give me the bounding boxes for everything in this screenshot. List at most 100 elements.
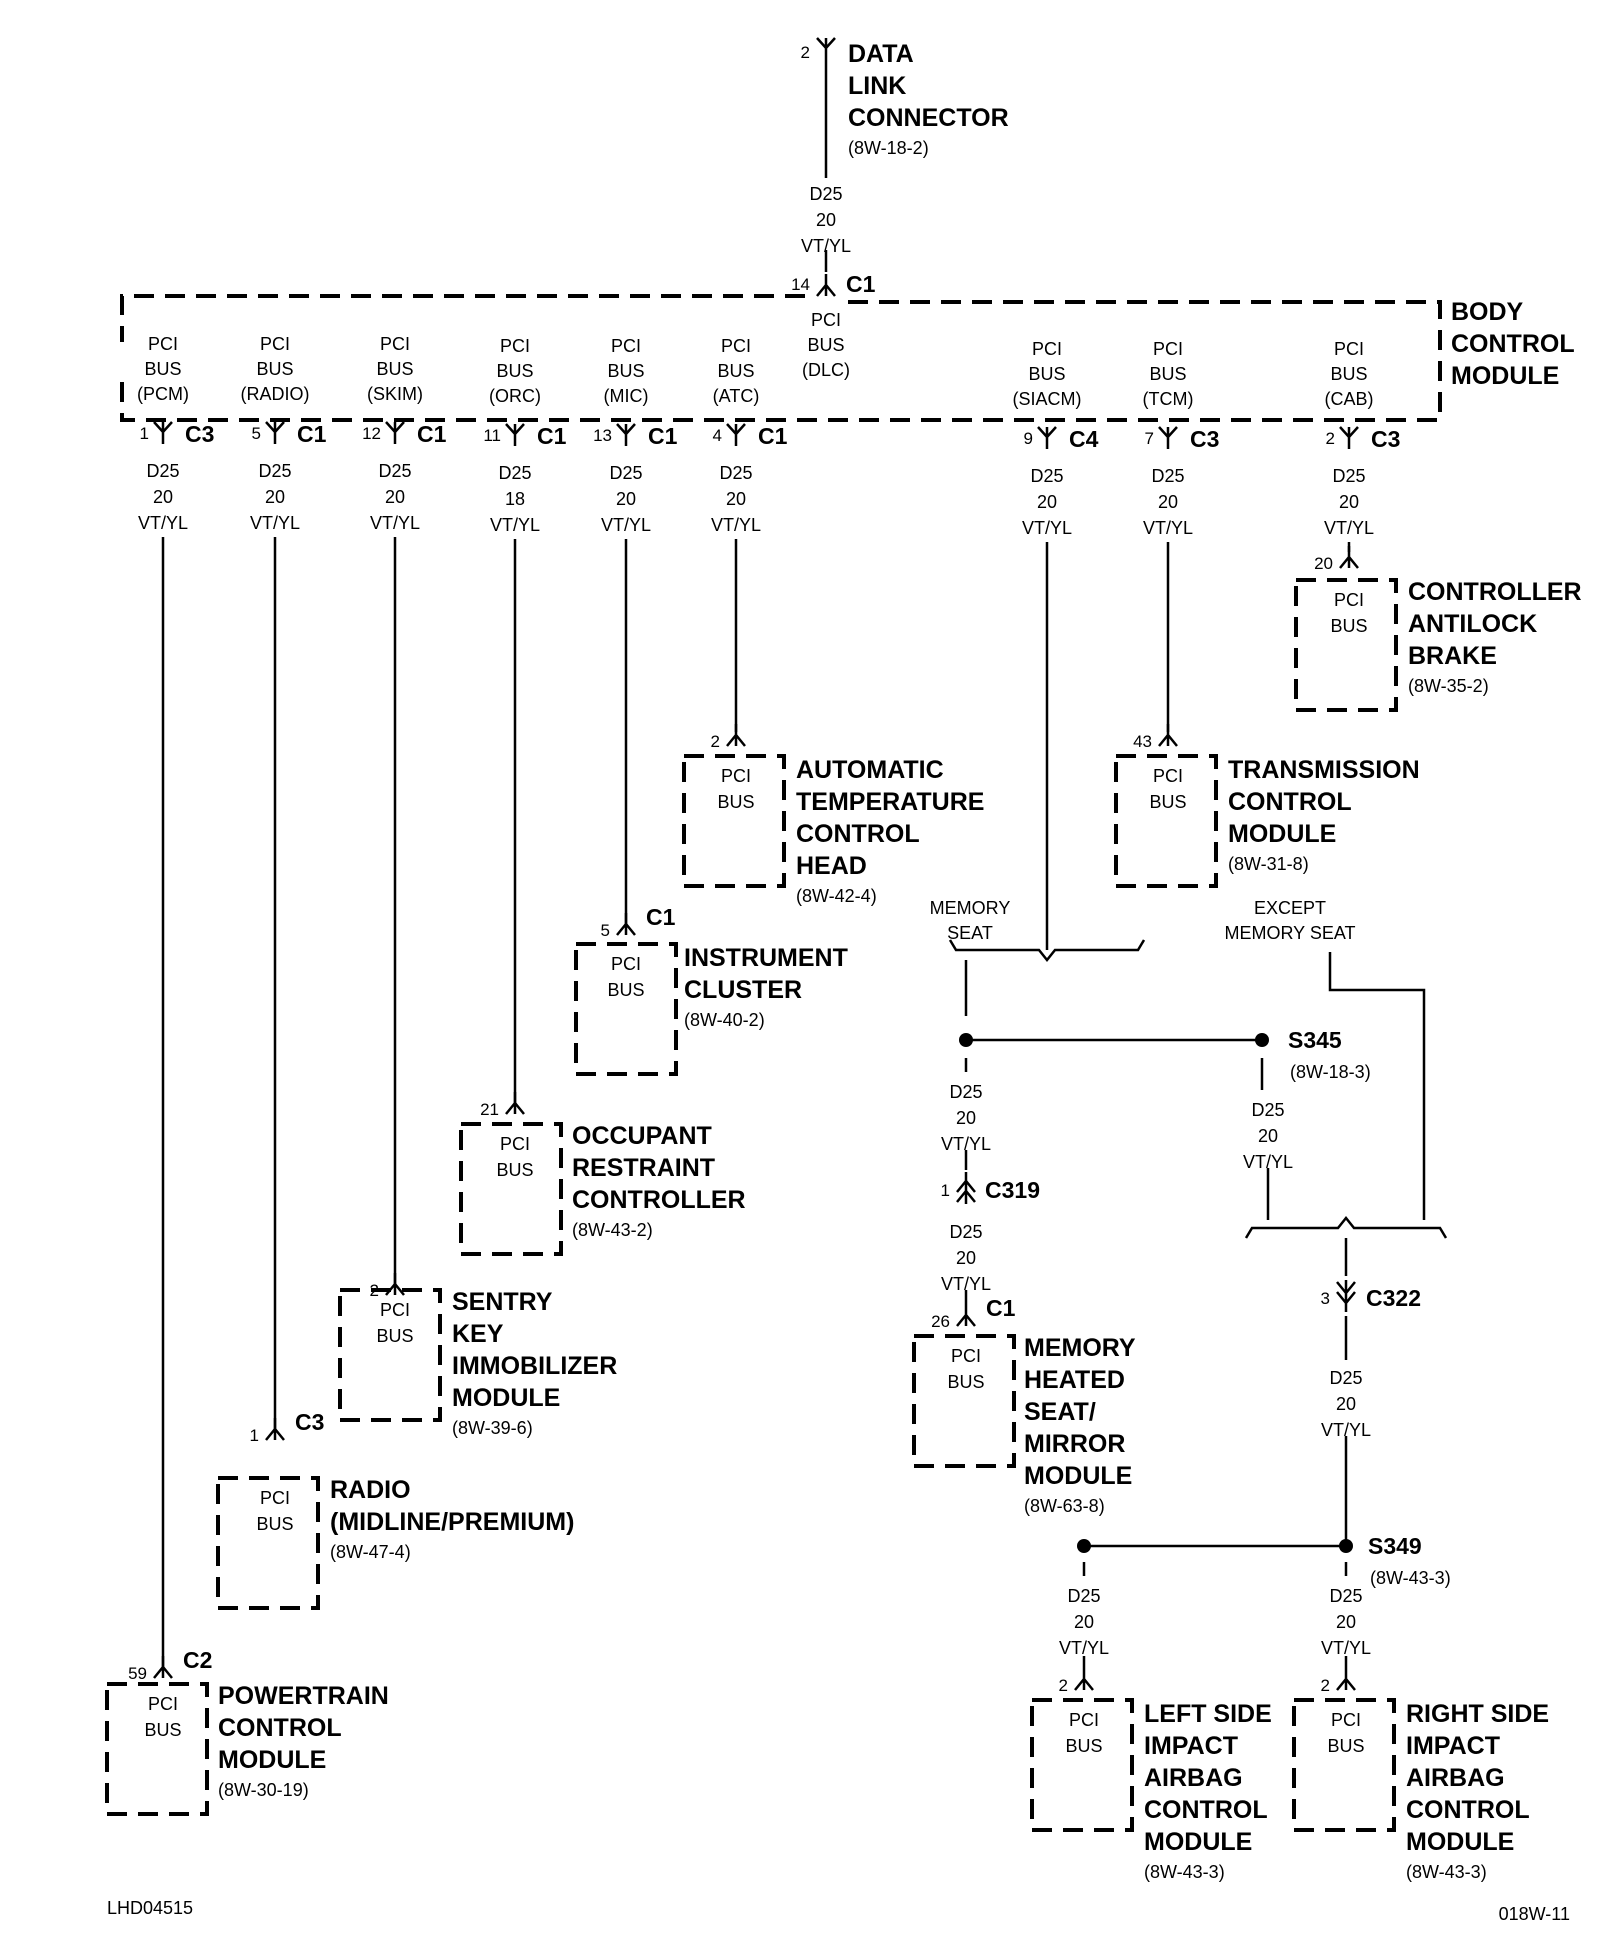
bcm-port-pin: 4 bbox=[713, 426, 722, 445]
dlc-label: DATA bbox=[848, 40, 914, 68]
wire-code: D25 bbox=[1067, 1586, 1100, 1606]
bcm-port-pin: 9 bbox=[1024, 429, 1033, 448]
module-conn: C1 bbox=[986, 1295, 1016, 1321]
module-mic-outline bbox=[574, 942, 678, 1076]
module-mhsm-outline bbox=[912, 1334, 1016, 1468]
module-ref: (8W-39-6) bbox=[452, 1418, 533, 1438]
module-mhsm-label: MODULE bbox=[1024, 1462, 1132, 1490]
module-tcm-outline bbox=[1114, 754, 1218, 888]
bcm-port-wire-code: 20 bbox=[1158, 492, 1178, 512]
bcm-port-wire-code: D25 bbox=[609, 463, 642, 483]
module-ref: (8W-42-4) bbox=[796, 886, 877, 906]
bcm-label: BODY bbox=[1451, 298, 1524, 326]
c322-inline-connector-icon bbox=[1336, 1280, 1356, 1312]
bcm-port-5: BUS bbox=[717, 361, 754, 381]
module-port: PCI bbox=[1069, 1710, 1099, 1730]
module-lsiab-label: LEFT SIDE bbox=[1144, 1700, 1272, 1728]
module-rsiab-label: MODULE bbox=[1406, 1828, 1514, 1856]
bcm-port-conn: C1 bbox=[297, 421, 327, 447]
module-pin: 21 bbox=[480, 1100, 499, 1119]
module-rsiab-connector-icon bbox=[1336, 1668, 1356, 1691]
bcm-port-5: PCI bbox=[721, 336, 751, 356]
module-lsiab-label: IMPACT bbox=[1144, 1732, 1238, 1760]
bcm-port-7: (TCM) bbox=[1143, 389, 1194, 409]
module-orc-label: CONTROLLER bbox=[572, 1186, 746, 1214]
bcm-port-6: BUS bbox=[1028, 364, 1065, 384]
module-mhsm-label: HEATED bbox=[1024, 1366, 1125, 1394]
module-orc-outline bbox=[459, 1122, 563, 1256]
module-pin: 2 bbox=[711, 732, 720, 751]
bcm-port-6: (SIACM) bbox=[1013, 389, 1082, 409]
module-cab-label: BRAKE bbox=[1408, 642, 1497, 670]
c319-label: C319 bbox=[985, 1177, 1040, 1203]
bcm-port-conn: C3 bbox=[1190, 426, 1219, 452]
bcm-port-conn: C1 bbox=[417, 421, 447, 447]
bcm-dlc-pin: 14 bbox=[791, 275, 810, 294]
bcm-port-connector-icon bbox=[726, 423, 746, 446]
module-port: BUS bbox=[496, 1160, 533, 1180]
bcm-port-wire-code: D25 bbox=[1151, 466, 1184, 486]
module-cab-label: ANTILOCK bbox=[1408, 610, 1537, 638]
module-port: BUS bbox=[1149, 792, 1186, 812]
bcm-port-2: (SKIM) bbox=[367, 384, 423, 404]
module-orc-connector-icon bbox=[505, 1092, 525, 1115]
bcm-port-4: (MIC) bbox=[604, 386, 649, 406]
bcm-port-1: PCI bbox=[260, 334, 290, 354]
footer-left: LHD04515 bbox=[107, 1898, 193, 1918]
bcm-port-wire-code: VT/YL bbox=[1324, 518, 1374, 538]
bcm-port-conn: C1 bbox=[758, 423, 788, 449]
module-port: BUS bbox=[1330, 616, 1367, 636]
bcm-port-conn: C1 bbox=[537, 423, 567, 449]
module-pcm-label: MODULE bbox=[218, 1746, 326, 1774]
wire-code: 20 bbox=[1258, 1126, 1278, 1146]
bcm-port-pin: 1 bbox=[140, 424, 149, 443]
module-port: BUS bbox=[376, 1326, 413, 1346]
dlc-ref: (8W-18-2) bbox=[848, 138, 929, 158]
option-brace bbox=[1244, 1215, 1448, 1239]
bcm-port-4: BUS bbox=[607, 361, 644, 381]
module-port: PCI bbox=[1331, 1710, 1361, 1730]
module-mic-label: INSTRUMENT bbox=[684, 944, 848, 972]
module-ref: (8W-63-8) bbox=[1024, 1496, 1105, 1516]
module-lsiab-outline bbox=[1030, 1698, 1134, 1832]
module-orc-label: RESTRAINT bbox=[572, 1154, 715, 1182]
module-radio-outline bbox=[216, 1476, 320, 1610]
wire-code: VT/YL bbox=[1321, 1420, 1371, 1440]
module-skim-label: SENTRY bbox=[452, 1288, 553, 1316]
module-atc-label: AUTOMATIC bbox=[796, 756, 944, 784]
c322-label: C322 bbox=[1366, 1285, 1421, 1311]
bcm-port-conn: C4 bbox=[1069, 426, 1099, 452]
bcm-port-pin: 7 bbox=[1145, 429, 1154, 448]
wire-code: D25 bbox=[949, 1082, 982, 1102]
c322-pin: 3 bbox=[1321, 1289, 1330, 1308]
wire-code: VT/YL bbox=[941, 1274, 991, 1294]
bcm-port-1: (RADIO) bbox=[241, 384, 310, 404]
memory-seat-label: MEMORY bbox=[930, 898, 1011, 918]
module-lsiab-label: MODULE bbox=[1144, 1828, 1252, 1856]
bcm-port-wire-code: 20 bbox=[265, 487, 285, 507]
bcm-outline bbox=[120, 300, 1442, 422]
module-mhsm-connector-icon bbox=[956, 1304, 976, 1327]
module-atc-outline bbox=[682, 754, 786, 888]
bcm-port-pin: 11 bbox=[483, 426, 501, 445]
wire-code: 20 bbox=[956, 1248, 976, 1268]
bcm-port-wire-code: VT/YL bbox=[490, 515, 540, 535]
module-port: PCI bbox=[1334, 590, 1364, 610]
bcm-port-connector-icon bbox=[265, 421, 285, 444]
bcm-port-connector-icon bbox=[153, 421, 173, 444]
bcm-port-wire-code: D25 bbox=[258, 461, 291, 481]
bus-wire bbox=[1328, 952, 1426, 1220]
module-tcm-label: MODULE bbox=[1228, 820, 1336, 848]
module-rsiab-label: AIRBAG bbox=[1406, 1764, 1505, 1792]
module-rsiab-label: CONTROL bbox=[1406, 1796, 1530, 1824]
module-port: BUS bbox=[256, 1514, 293, 1534]
c319-pin: 1 bbox=[941, 1181, 950, 1200]
dlc-label: CONNECTOR bbox=[848, 104, 1009, 132]
bcm-port-wire-code: D25 bbox=[1332, 466, 1365, 486]
bcm-port-wire-code: D25 bbox=[378, 461, 411, 481]
module-tcm-label: CONTROL bbox=[1228, 788, 1352, 816]
module-ref: (8W-43-3) bbox=[1406, 1862, 1487, 1882]
module-atc-label: HEAD bbox=[796, 852, 867, 880]
dlc-connector-icon bbox=[816, 37, 836, 60]
module-cab-label: CONTROLLER bbox=[1408, 578, 1582, 606]
